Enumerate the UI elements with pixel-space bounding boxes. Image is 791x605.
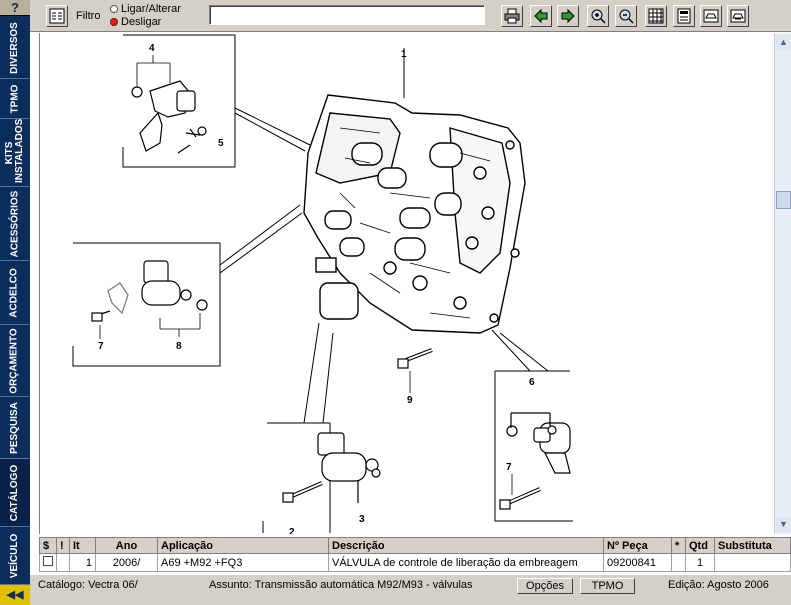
zoom-out-button[interactable] bbox=[615, 5, 637, 27]
arrow-left-icon bbox=[534, 8, 548, 24]
row-qty: 1 bbox=[685, 553, 715, 572]
grid-view-button[interactable] bbox=[645, 5, 667, 27]
row-alert bbox=[56, 553, 70, 572]
col-part-number[interactable]: Nº Peça bbox=[603, 537, 672, 554]
calculator-button[interactable] bbox=[673, 5, 695, 27]
col-description[interactable]: Descrição bbox=[328, 537, 604, 554]
callout-1: 1 bbox=[401, 49, 407, 60]
radio-off-icon bbox=[110, 5, 118, 13]
callout-8-left: 8 bbox=[176, 341, 182, 352]
zoom-in-icon bbox=[591, 9, 606, 24]
col-star[interactable]: * bbox=[671, 537, 686, 554]
radio-on-icon bbox=[110, 18, 118, 26]
col-price[interactable]: $ bbox=[39, 537, 57, 554]
car-icon bbox=[703, 9, 719, 23]
callout-5: 5 bbox=[218, 138, 224, 149]
arrow-right-icon bbox=[561, 8, 575, 24]
inset-frame-bottom bbox=[267, 422, 331, 533]
diagram-vertical-scrollbar[interactable]: ▲ ▼ bbox=[774, 33, 791, 534]
scrollbar-thumb[interactable] bbox=[776, 191, 791, 209]
row-star bbox=[671, 553, 686, 572]
row-year: 2006/ bbox=[95, 553, 158, 572]
print-button[interactable] bbox=[501, 5, 523, 27]
callout-6-right: 6 bbox=[529, 377, 535, 388]
scroll-down-icon[interactable]: ▼ bbox=[776, 517, 791, 532]
grid-icon bbox=[648, 8, 664, 24]
inset-frame-right bbox=[494, 370, 573, 522]
row-substitute bbox=[714, 553, 791, 572]
table-row[interactable]: 1 2006/ A69 +M92 +FQ3 VÁLVULA de control… bbox=[39, 553, 791, 572]
bottom-strip bbox=[30, 596, 791, 605]
collapse-arrows-icon[interactable]: ◀◀ bbox=[0, 585, 30, 605]
filter-label: Filtro bbox=[76, 10, 101, 22]
tab-veiculo[interactable]: VEÍCULO bbox=[0, 527, 30, 585]
table-header-row: $ ! It Ano Aplicação Descrição Nº Peça *… bbox=[39, 537, 791, 554]
forward-button[interactable] bbox=[557, 5, 579, 27]
col-substitute[interactable]: Substituta bbox=[714, 537, 791, 554]
row-application: A69 +M92 +FQ3 bbox=[157, 553, 329, 572]
filter-list-button[interactable] bbox=[46, 5, 68, 27]
printer-icon bbox=[504, 8, 520, 24]
status-subject: Assunto: Transmissão automática M92/M93 … bbox=[209, 579, 473, 591]
vehicle-button[interactable] bbox=[700, 5, 722, 27]
callout-4: 4 bbox=[149, 43, 155, 54]
callout-3: 3 bbox=[359, 514, 365, 525]
filter-input[interactable] bbox=[209, 5, 485, 25]
diagram-svg: 1 2 3 4 5 6 7 8 9 7 bbox=[72, 34, 573, 538]
exploded-diagram[interactable]: 1 2 3 4 5 6 7 8 9 7 bbox=[39, 33, 772, 538]
status-edition: Edição: Agosto 2006 bbox=[668, 579, 769, 591]
tab-diversos[interactable]: DIVERSOS bbox=[0, 17, 30, 79]
inset-frame-left bbox=[72, 242, 221, 367]
tab-acessorios[interactable]: ACESSÓRIOS bbox=[0, 187, 30, 261]
status-bar: Catálogo: Vectra 06/ Assunto: Transmissã… bbox=[30, 574, 791, 596]
tab-catalogo[interactable]: CATÁLOGO bbox=[0, 459, 30, 527]
filter-list-icon bbox=[49, 8, 65, 24]
options-button[interactable]: Opções bbox=[517, 578, 573, 594]
row-checkbox-cell[interactable] bbox=[39, 553, 57, 572]
parts-table: $ ! It Ano Aplicação Descrição Nº Peça *… bbox=[39, 537, 791, 572]
col-qty[interactable]: Qtd bbox=[685, 537, 715, 554]
zoom-out-icon bbox=[619, 9, 634, 24]
callout-7-left: 7 bbox=[98, 341, 104, 352]
callout-7-right: 7 bbox=[506, 462, 512, 473]
tab-orcamento[interactable]: ORÇAMENTO bbox=[0, 325, 30, 397]
callout-2: 2 bbox=[289, 527, 295, 534]
help-button[interactable]: ? bbox=[0, 0, 30, 16]
col-item[interactable]: It bbox=[69, 537, 96, 554]
tab-pesquisa[interactable]: PESQUISA bbox=[0, 397, 30, 459]
tpmo-button[interactable]: TPMO bbox=[580, 578, 635, 594]
col-alert[interactable]: ! bbox=[56, 537, 70, 554]
scroll-up-icon[interactable]: ▲ bbox=[776, 35, 791, 50]
status-catalog: Catálogo: Vectra 06/ bbox=[38, 579, 138, 591]
zoom-in-button[interactable] bbox=[587, 5, 609, 27]
col-year[interactable]: Ano bbox=[95, 537, 158, 554]
row-part-number: 09200841 bbox=[603, 553, 672, 572]
car-alt-icon bbox=[730, 9, 746, 23]
row-checkbox[interactable] bbox=[43, 556, 53, 566]
radio-desligar[interactable]: Desligar bbox=[110, 16, 161, 28]
tab-tpmo[interactable]: TPMO bbox=[0, 79, 30, 119]
toolbar: Filtro Ligar/Alterar Desligar bbox=[30, 0, 791, 32]
row-description: VÁLVULA de controle de liberação da embr… bbox=[328, 553, 604, 572]
inset-frame-top bbox=[122, 34, 236, 168]
calculator-icon bbox=[677, 8, 691, 24]
back-button[interactable] bbox=[530, 5, 552, 27]
radio-ligar-alterar[interactable]: Ligar/Alterar bbox=[110, 3, 181, 15]
tab-acdelco[interactable]: ACDELCO bbox=[0, 261, 30, 325]
callout-9: 9 bbox=[407, 395, 413, 406]
col-application[interactable]: Aplicação bbox=[157, 537, 329, 554]
row-item: 1 bbox=[69, 553, 96, 572]
vehicle-alt-button[interactable] bbox=[727, 5, 749, 27]
